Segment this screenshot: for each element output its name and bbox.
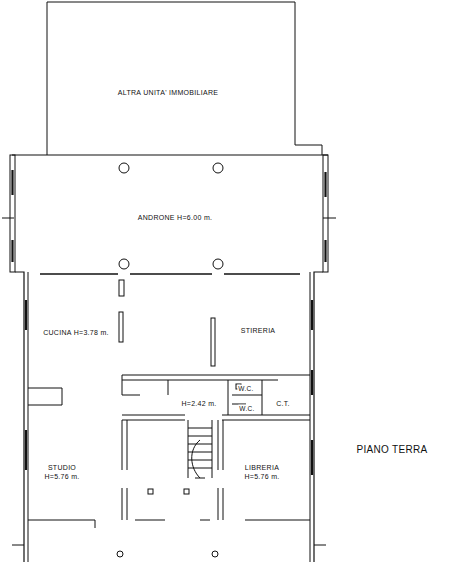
window-marks: [13, 170, 326, 262]
step: [28, 388, 62, 405]
room-label: C.T.: [275, 399, 291, 408]
room-label: CUCINA H=3.78 m.: [42, 328, 110, 337]
columns: [117, 163, 223, 557]
room-label: W.C.: [238, 405, 255, 414]
section-mark: [12, 545, 326, 546]
floor-title: PIANO TERRA: [356, 443, 429, 457]
section-mark: [2, 218, 14, 219]
unit-outline: [47, 2, 322, 155]
wall: [122, 415, 310, 420]
room-label: W.C.: [237, 385, 254, 394]
wall: [211, 318, 215, 366]
wall: [122, 488, 223, 520]
partition: [40, 273, 300, 275]
window-marks: [26, 300, 312, 475]
height-label: H=2.42 m.: [180, 399, 217, 408]
wall: [119, 312, 123, 342]
wall: [168, 380, 262, 415]
room-label: STUDIO H=5.76 m.: [35, 463, 89, 482]
room-label: STIRERIA: [240, 326, 277, 335]
pillar: [119, 280, 124, 296]
outer-wall: [10, 155, 15, 272]
pillar: [184, 489, 189, 494]
wall: [12, 154, 328, 155]
wall: [122, 375, 310, 380]
pillar: [148, 489, 153, 494]
room-label: LIBRERIA H=5.76 m.: [232, 463, 292, 482]
wall: [122, 420, 223, 470]
wall: [28, 520, 310, 528]
outer-wall: [15, 272, 323, 562]
outer-wall: [28, 272, 310, 562]
area-label: ALTRA UNITA' IMMOBILIARE: [117, 88, 219, 97]
section-mark: [323, 218, 336, 219]
room-label: ANDRONE H=6.00 m.: [137, 213, 214, 222]
wall: [122, 375, 140, 395]
stair: [188, 420, 212, 478]
outer-wall: [323, 155, 328, 272]
